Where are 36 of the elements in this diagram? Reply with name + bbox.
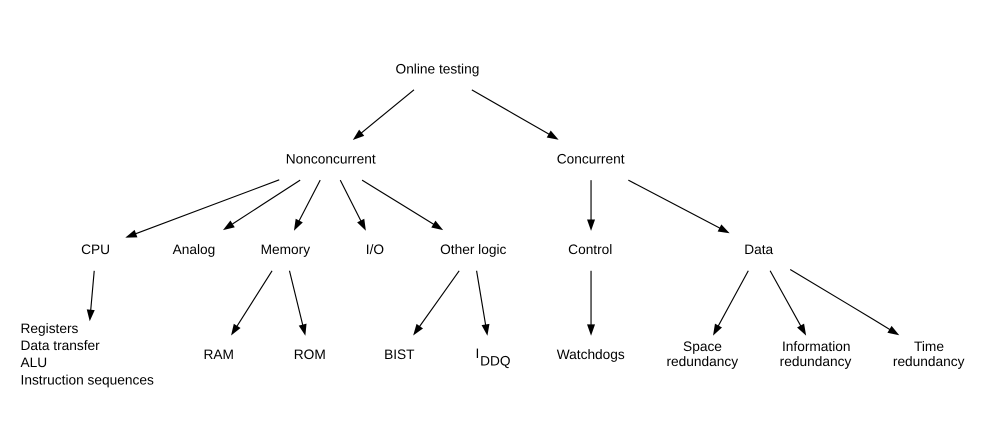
arrow <box>124 178 279 238</box>
node-text: CPU <box>80 241 110 256</box>
node-text: I/O <box>365 241 384 256</box>
node-text: Registers Data transfer ALU Instruction sequences <box>20 320 154 387</box>
node-text: Memory <box>260 241 310 256</box>
arrow <box>789 268 899 335</box>
arrow <box>361 179 443 230</box>
arrow <box>86 270 94 321</box>
node-text: ROM <box>293 346 326 362</box>
arrow <box>586 270 595 336</box>
node-text: Data <box>744 241 773 256</box>
arrow <box>339 179 366 230</box>
arrow <box>471 88 558 140</box>
arrow <box>222 179 300 230</box>
node-text: Watchdogs <box>556 346 624 362</box>
arrow <box>230 270 272 336</box>
arrow <box>628 179 730 233</box>
node-text: BIST <box>384 346 414 362</box>
arrow <box>288 270 306 336</box>
node-text: Analog <box>172 241 215 256</box>
node-text: Space redundancy <box>666 338 738 368</box>
node-text: Nonconcurrent <box>285 151 376 166</box>
arrow <box>769 270 806 336</box>
node-text: Time redundancy <box>892 338 964 368</box>
node-text: Information redundancy <box>779 338 851 368</box>
node-text: Concurrent <box>556 151 624 166</box>
node-text: RAM <box>202 346 234 362</box>
node-text: Control <box>568 241 612 256</box>
arrow <box>712 270 748 336</box>
arrow <box>293 179 320 230</box>
node-text: Other logic <box>440 241 506 256</box>
arrow <box>476 270 489 336</box>
node-text: Online testing <box>395 60 479 76</box>
arrow <box>412 270 460 335</box>
arrow <box>586 180 595 230</box>
arrow <box>352 88 414 140</box>
